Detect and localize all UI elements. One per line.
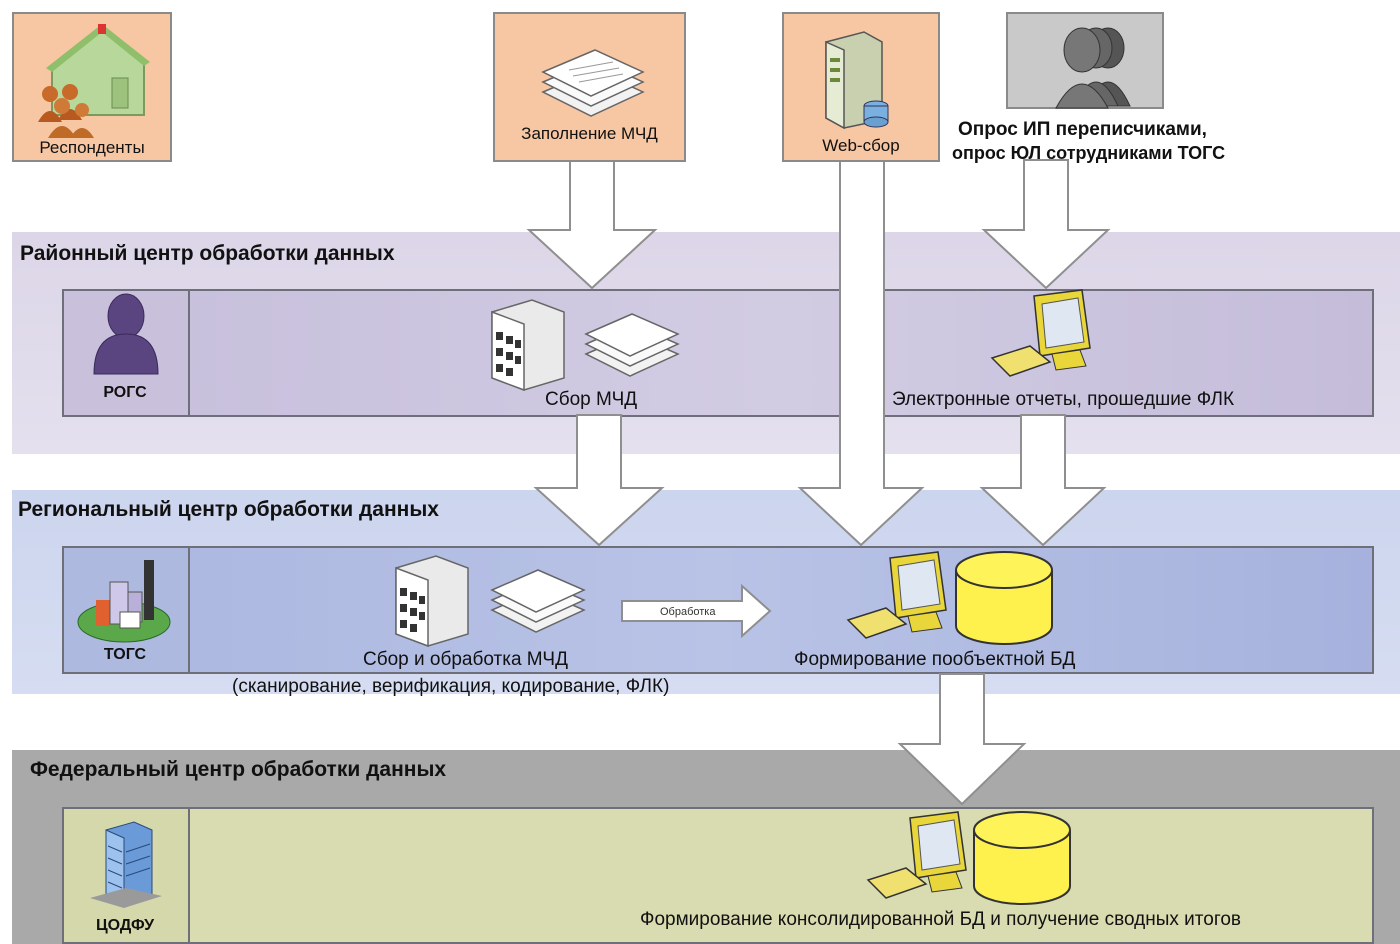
people-icon bbox=[38, 84, 94, 138]
federal-db-label: Формирование консолидированной БД и полу… bbox=[640, 909, 1241, 930]
building-icon bbox=[491, 299, 565, 392]
regional-title: Региональный центр обработки данных bbox=[18, 498, 439, 521]
computer-icon bbox=[866, 811, 967, 899]
district-title: Районный центр обработки данных bbox=[20, 242, 395, 265]
regional-collect-label-line2: (сканирование, верификация, кодирование,… bbox=[232, 676, 670, 697]
district-band: Районный центр обработки данных bbox=[12, 232, 1400, 454]
city-icon bbox=[77, 560, 171, 643]
server-icon bbox=[825, 31, 889, 130]
database-icon bbox=[973, 811, 1071, 905]
people-group-icon bbox=[1055, 27, 1131, 109]
regional-org-label: ТОГС bbox=[103, 646, 147, 663]
regional-db-label: Формирование пообъектной БД bbox=[794, 649, 1076, 670]
building-icon bbox=[395, 555, 469, 648]
federal-title: Федеральный центр обработки данных bbox=[30, 758, 447, 781]
fill-mchd-label: Заполнение МЧД bbox=[521, 124, 658, 143]
arrow-processing bbox=[621, 583, 772, 639]
district-collect-label: Сбор МЧД bbox=[545, 389, 638, 410]
arrow-regional-to-federal bbox=[897, 673, 1027, 806]
arrow-fill-to-district bbox=[526, 159, 658, 290]
federal-inner bbox=[62, 807, 1374, 944]
person-icon bbox=[93, 293, 159, 375]
survey-label-line1: Опрос ИП переписчиками, bbox=[958, 119, 1207, 140]
arrow-district-reports-to-regional bbox=[979, 414, 1107, 547]
documents-icon bbox=[541, 49, 645, 117]
documents-icon bbox=[490, 569, 586, 633]
arrow-district-collect-to-regional bbox=[533, 414, 665, 547]
respondents-label: Респонденты bbox=[39, 138, 145, 157]
database-icon bbox=[955, 551, 1053, 645]
respondents-box: Респонденты bbox=[12, 12, 172, 162]
arrow-survey-to-district bbox=[981, 159, 1111, 290]
web-box: Web-сбор bbox=[782, 12, 940, 162]
regional-collect-label-line1: Сбор и обработка МЧД bbox=[363, 649, 568, 670]
survey-box bbox=[1006, 12, 1164, 109]
arrow-web-to-regional bbox=[797, 159, 925, 547]
computer-icon bbox=[990, 289, 1091, 377]
federal-band: Федеральный центр обработки данных bbox=[12, 750, 1400, 944]
office-tower-icon bbox=[90, 821, 162, 908]
district-reports-label: Электронные отчеты, прошедшие ФЛК bbox=[892, 389, 1235, 410]
processing-label: Обработка bbox=[660, 606, 716, 618]
survey-label-line2: опрос ЮЛ сотрудниками ТОГС bbox=[952, 143, 1226, 163]
computer-icon bbox=[846, 551, 947, 639]
documents-icon bbox=[584, 313, 680, 377]
fill-mchd-box: Заполнение МЧД bbox=[493, 12, 686, 162]
federal-org-label: ЦОДФУ bbox=[95, 917, 155, 934]
web-label: Web-сбор bbox=[822, 136, 900, 155]
district-org-label: РОГС bbox=[103, 384, 147, 401]
